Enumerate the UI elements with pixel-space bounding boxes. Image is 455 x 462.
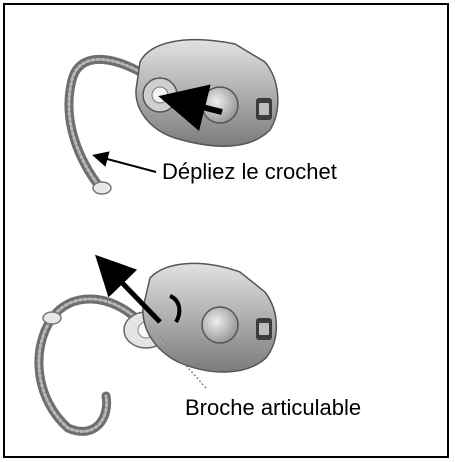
volume-dial-top: [202, 87, 238, 123]
label-hinge-pin: Broche articulable: [185, 397, 361, 419]
callout-arrow-hook: [96, 156, 156, 172]
volume-dial-bottom: [202, 307, 238, 343]
label-unfold-hook: Dépliez le crochet: [162, 161, 337, 183]
